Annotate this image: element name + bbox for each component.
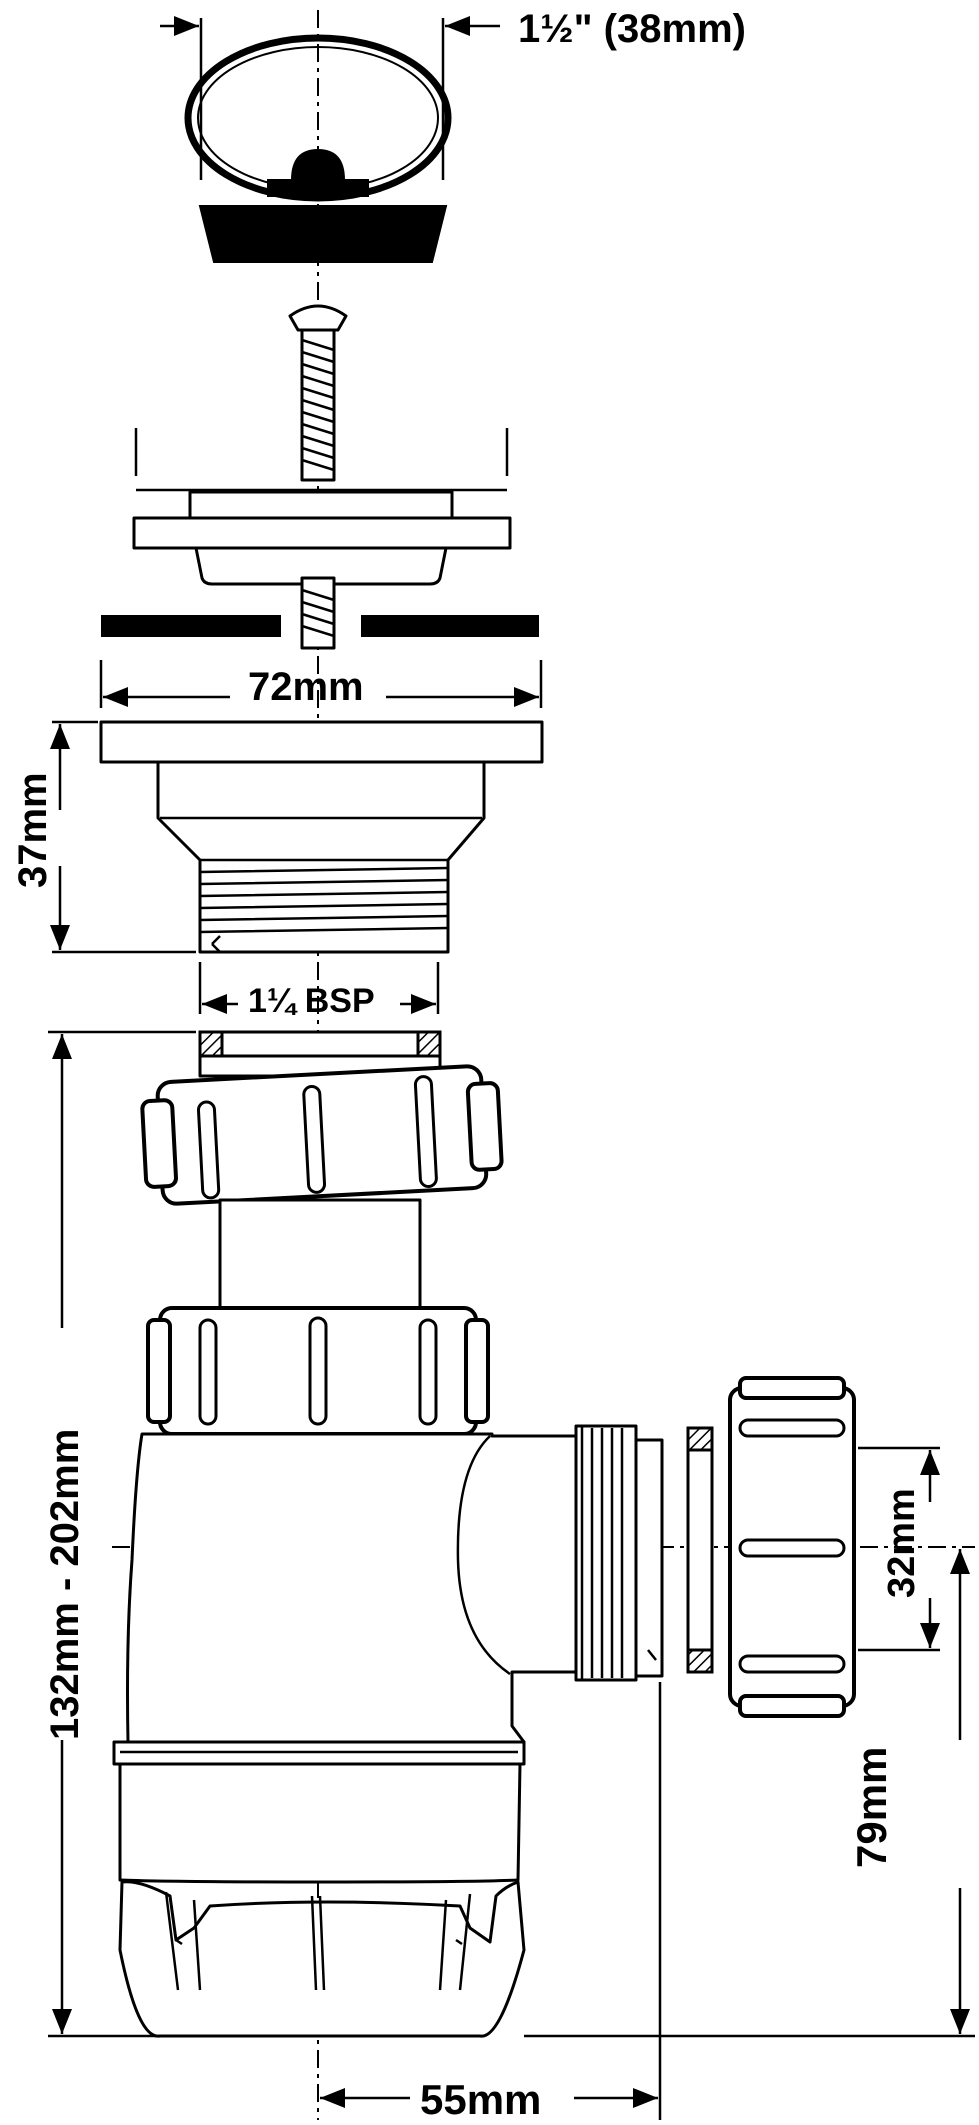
outlet-size-dimension: 32mm — [858, 1446, 940, 1652]
outlet-washer — [686, 1426, 714, 1674]
outlet-thread — [574, 1424, 664, 1682]
outlet-height-dimension: 79mm — [524, 1549, 975, 2038]
upper-nut — [140, 1064, 504, 1206]
trap-upper-assembly — [140, 1030, 504, 1310]
screw — [288, 304, 348, 482]
offset-dimension: 55mm — [320, 1682, 662, 2123]
flange-width-dimension: 72mm — [99, 660, 543, 709]
plug-diameter-label: 1½" (38mm) — [518, 7, 746, 51]
trap-body — [112, 1432, 578, 2038]
sealing-washer — [101, 615, 539, 637]
outlet-nut — [728, 1376, 856, 1718]
flange-width-label: 72mm — [248, 665, 364, 709]
trap-height-label: 132mm - 202mm — [43, 1429, 87, 1740]
plug-diameter-dimension: 1½" (38mm) — [160, 7, 746, 180]
trap-lower-nut — [146, 1306, 490, 1436]
waste-height-dimension: 37mm — [11, 720, 196, 954]
outlet-height-label: 79mm — [848, 1747, 895, 1868]
thread-dimension: 1¼ BSP — [198, 962, 440, 1020]
offset-label: 55mm — [420, 2076, 541, 2123]
waste-grid — [132, 428, 512, 650]
outlet-size-label: 32mm — [881, 1488, 923, 1598]
thread-label: 1¼ BSP — [248, 982, 375, 1020]
waste-height-label: 37mm — [11, 772, 55, 888]
plug-and-chain-ring — [184, 34, 452, 263]
trap-height-dimension: 132mm - 202mm — [43, 1030, 196, 2038]
waste-body — [99, 720, 544, 954]
